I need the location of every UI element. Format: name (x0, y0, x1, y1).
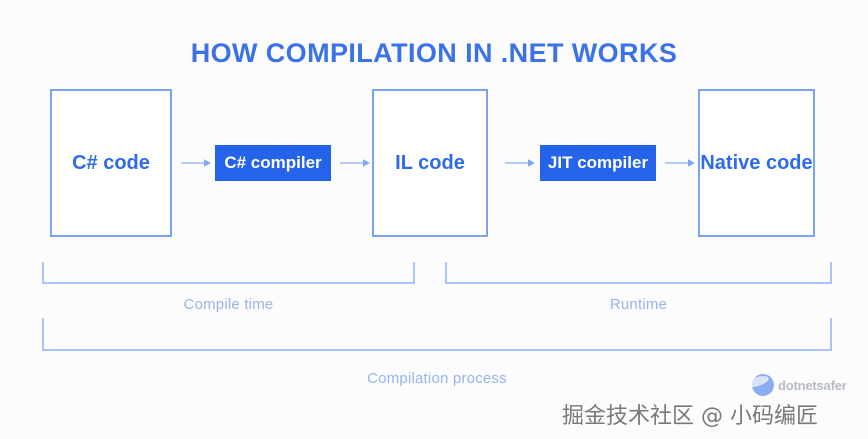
arrow-csharp-compiler-to-il-code (340, 157, 370, 169)
dotnetsafer-mark-icon (752, 374, 774, 396)
node-label-csharp-compiler: C# compiler (224, 153, 322, 172)
node-label-csharp-code: C# code (72, 151, 150, 174)
arrow-il-code-to-jit-compiler (505, 157, 535, 169)
arrow-csharp-code-to-csharp-compiler (181, 157, 211, 169)
node-jit-compiler: JIT compiler (540, 145, 656, 181)
node-csharp-code: C# code (50, 89, 172, 237)
node-native-code: Native code (698, 89, 815, 237)
node-csharp-compiler: C# compiler (215, 145, 331, 181)
page-title: HOW COMPILATION IN .NET WORKS (190, 38, 678, 68)
node-label-jit-compiler: JIT compiler (547, 153, 649, 172)
bracket-label-compile-time: Compile time (183, 296, 274, 313)
node-label-il-code: IL code (395, 151, 465, 174)
dotnetsafer-logo-text: dotnetsafer (778, 377, 847, 393)
node-label-native-code: Native code (700, 151, 813, 174)
bracket-runtime (445, 262, 832, 284)
bracket-compilation-process (42, 318, 832, 351)
bracket-compile-time (42, 262, 415, 284)
arrow-jit-compiler-to-native-code (665, 157, 695, 169)
dotnetsafer-logo: dotnetsafer (752, 374, 847, 396)
bracket-label-runtime: Runtime (609, 296, 668, 313)
node-il-code: IL code (372, 89, 488, 237)
bracket-label-compilation-process: Compilation process (367, 370, 507, 387)
watermark-credit: 掘金技术社区 @ 小码编匠 (562, 404, 818, 429)
